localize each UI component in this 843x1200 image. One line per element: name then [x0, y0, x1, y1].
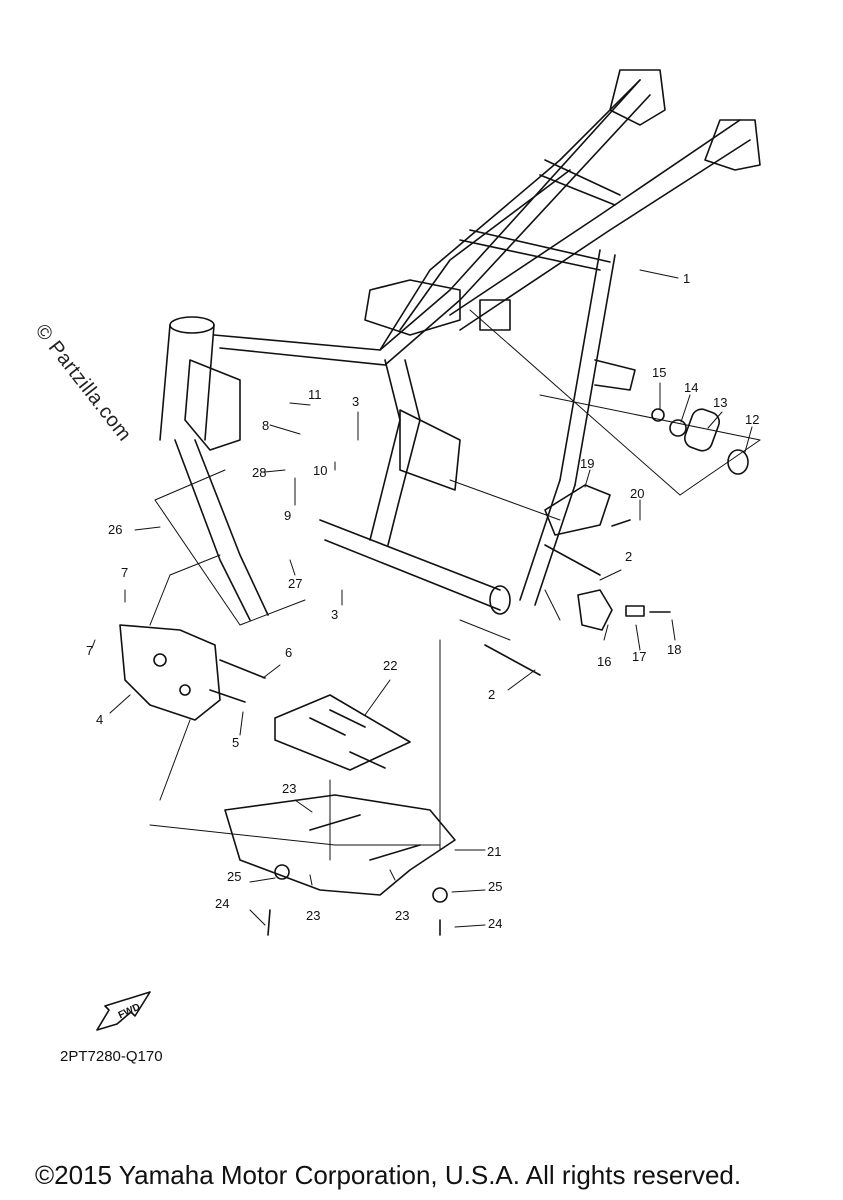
callout-23-top: 23 — [282, 781, 297, 796]
callout-28: 28 — [252, 465, 267, 480]
callout-19: 19 — [580, 456, 595, 471]
bolt-2-upper — [544, 544, 601, 576]
callout-7-lower: 7 — [86, 643, 94, 658]
callout-14: 14 — [684, 380, 699, 395]
bolt-6 — [219, 659, 266, 679]
callout-24-left: 24 — [215, 896, 230, 911]
bolt-2-lower — [484, 644, 541, 676]
callout-12: 12 — [745, 412, 760, 427]
callout-26: 26 — [108, 522, 123, 537]
callout-2-lower: 2 — [488, 687, 496, 702]
callout-5: 5 — [232, 735, 240, 750]
callout-22: 22 — [383, 658, 398, 673]
callout-1: 1 — [683, 271, 691, 286]
engine-mount-plate — [119, 624, 221, 721]
callout-24-right: 24 — [488, 916, 503, 931]
callout-20: 20 — [630, 486, 645, 501]
callout-11: 11 — [308, 387, 322, 402]
callout-21: 21 — [487, 844, 502, 859]
callout-3-upper: 3 — [352, 394, 360, 409]
damper-16 — [577, 589, 613, 631]
callout-27: 27 — [288, 576, 303, 591]
callout-17: 17 — [632, 649, 647, 664]
callout-3-lower: 3 — [331, 607, 339, 622]
callout-25-right: 25 — [488, 879, 503, 894]
callout-8: 8 — [262, 418, 270, 433]
callout-7-upper: 7 — [121, 565, 129, 580]
under-guard-21 — [224, 794, 456, 896]
bracket-19 — [544, 484, 611, 536]
fwd-arrow-icon — [96, 991, 151, 1031]
callout-23-left: 23 — [306, 908, 321, 923]
callout-23-right: 23 — [395, 908, 410, 923]
callout-25-left: 25 — [227, 869, 242, 884]
main-frame — [159, 69, 761, 621]
callout-13: 13 — [713, 395, 728, 410]
callout-6: 6 — [285, 645, 293, 660]
callout-4: 4 — [96, 712, 104, 727]
callout-15: 15 — [652, 365, 667, 380]
callout-18: 18 — [667, 642, 682, 657]
callout-10: 10 — [313, 463, 328, 478]
callout-16: 16 — [597, 654, 612, 669]
skid-pad-22 — [274, 694, 411, 771]
callout-2-upper: 2 — [625, 549, 633, 564]
callout-9: 9 — [284, 508, 292, 523]
bolt-5 — [209, 689, 246, 703]
diagram-code: 2PT7280-Q170 — [60, 1048, 163, 1065]
copyright-notice: ©2015 Yamaha Motor Corporation, U.S.A. A… — [35, 1160, 742, 1190]
